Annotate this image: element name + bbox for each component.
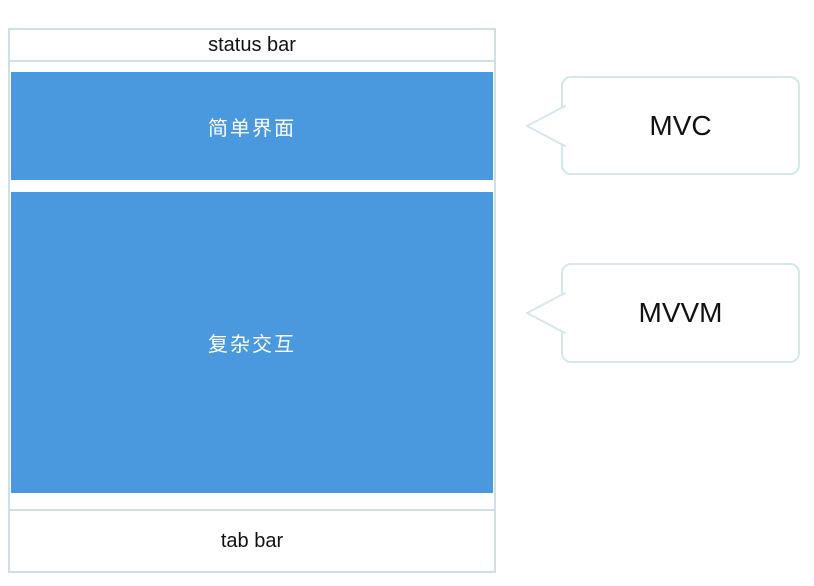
tab-bar-label: tab bar	[220, 529, 284, 552]
callout-bubble-mvvm: MVVM	[526, 263, 800, 363]
screen-section-complex-interaction-label: 复杂交互	[208, 334, 296, 356]
status-bar-label: status bar	[208, 33, 296, 56]
callout-mvc-label: MVC	[649, 109, 712, 141]
callout-bubble-mvc: MVC	[526, 76, 800, 175]
phone-frame: status bar 简单界面 复杂交互 tab bar	[8, 28, 496, 573]
screen-section-simple-ui-label: 简单界面	[208, 117, 296, 140]
tab-bar: tab bar	[10, 509, 494, 571]
speech-tail-left-icon	[526, 104, 566, 147]
status-bar: status bar	[10, 30, 494, 62]
speech-tail-left-icon	[526, 292, 566, 334]
screen-section-complex-interaction: 复杂交互	[11, 192, 493, 493]
callout-mvvm-label: MVVM	[638, 297, 723, 328]
screen-section-simple-ui: 简单界面	[11, 72, 493, 180]
